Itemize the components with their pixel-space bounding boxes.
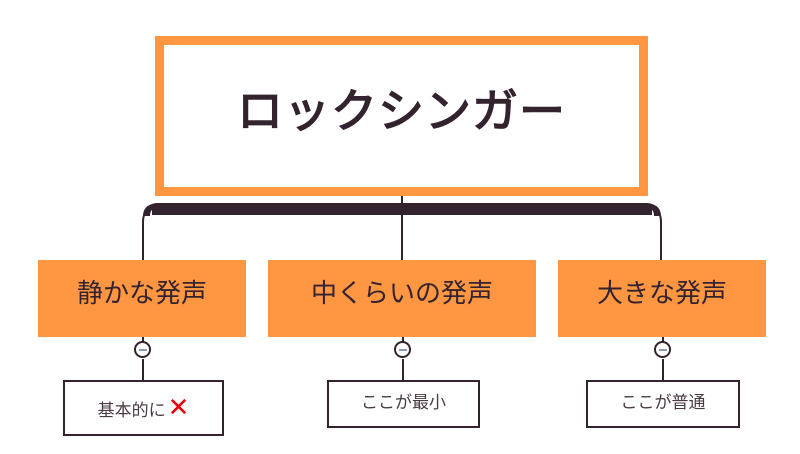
collapse-toggle-medium[interactable] xyxy=(394,341,411,358)
leaf-label: ここが最小 xyxy=(361,393,446,413)
collapse-toggle-loud[interactable] xyxy=(654,341,671,358)
leaf-node-quiet[interactable]: 基本的に ✕ xyxy=(63,380,224,436)
leaf-node-medium[interactable]: ここが最小 xyxy=(327,380,480,428)
branch-label: 中くらいの発声 xyxy=(310,279,493,309)
branch-node-medium[interactable]: 中くらいの発声 xyxy=(268,260,536,337)
leaf-label: 基本的に xyxy=(97,400,166,421)
leaf-label: ここが普通 xyxy=(620,393,706,413)
branch-label: 静かな発声 xyxy=(76,279,207,309)
branch-node-quiet[interactable]: 静かな発声 xyxy=(38,260,246,337)
branch-label: 大きな発声 xyxy=(596,279,727,309)
leaf-node-loud[interactable]: ここが普通 xyxy=(586,380,740,428)
root-title: ロックシンガー xyxy=(237,84,566,138)
collapse-toggle-quiet[interactable] xyxy=(134,341,151,358)
minus-icon xyxy=(138,348,147,351)
branch-node-loud[interactable]: 大きな発声 xyxy=(558,260,766,337)
red-cross-icon: ✕ xyxy=(167,393,190,423)
root-node[interactable]: ロックシンガー xyxy=(155,36,648,196)
minus-icon xyxy=(658,348,667,351)
minus-icon xyxy=(398,348,407,351)
